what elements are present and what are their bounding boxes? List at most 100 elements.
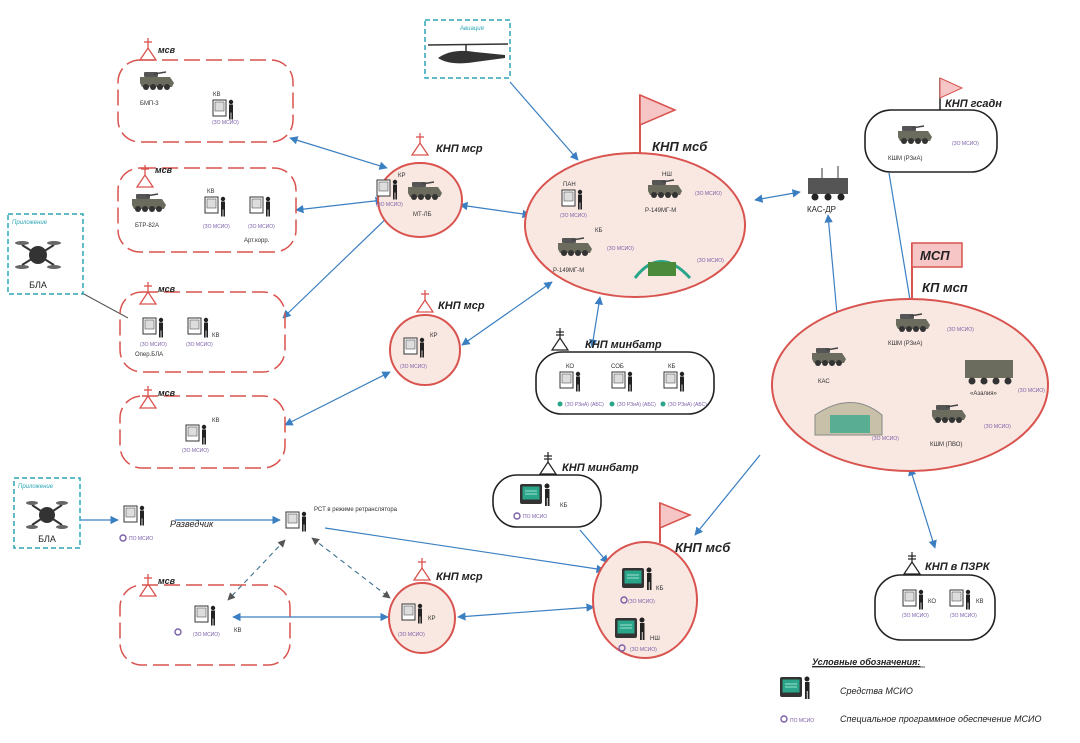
knp-msb-top: КНП мсб ПАН (ЗО МСИО) НШ Р-149МГ-М (ЗО М… [524, 93, 746, 298]
mso-label: (ЗО МСИО) [1018, 388, 1045, 394]
bla-top-name: БЛА [29, 280, 47, 290]
bottom-msv: мсв (ЗО МСИО) КВ [119, 573, 291, 666]
knp-msr-3: КНП мср КР (ЗО МСИО) [388, 557, 483, 654]
azaliya-vehicle-icon [965, 360, 1013, 385]
mso-label: (ЗО МСИО) [400, 364, 427, 370]
knp-msb-bottom: КНП мсб КБ (ЗО МСИО) НШ (ЗО МСИО) [592, 501, 731, 659]
mso-label: (ЗО МСИО) [952, 141, 979, 147]
kv-label: КВ [234, 628, 242, 634]
pan-label: ПАН [563, 182, 576, 188]
mso-label: (ЗО МСИО) [697, 258, 724, 264]
soldier-terminal-icon [185, 424, 207, 445]
msv-2-title: мсв [155, 165, 173, 175]
kp-msp: МСП КП мсп КАС КШМ (РЗиА) (ЗО МСИО) «Аза… [771, 242, 1049, 472]
kv-label: КВ [212, 333, 220, 339]
knp-msr-2: КНП мср КР (ЗО МСИО) [389, 289, 485, 386]
knp-minbatr-1-title: КНП минбатр [585, 339, 662, 351]
bottom-msv-title: мсв [158, 576, 176, 586]
shelter-icon [814, 402, 883, 436]
kas-dr-label: КАС-ДР [807, 205, 836, 214]
soldier-terminal-icon [285, 511, 307, 532]
bla-bottom-name: БЛА [38, 534, 56, 544]
soldier-terminal-icon [123, 505, 145, 526]
dashed-connectors [227, 537, 391, 601]
r149-1-label: Р-149МГ-М [645, 208, 676, 214]
kb-label: КБ [668, 364, 675, 370]
kv-label: КВ [976, 599, 984, 605]
knp-msr-1-title: КНП мср [436, 143, 483, 155]
mso-label: (ЗО МСИО) [398, 632, 425, 638]
kas-dr: КАС-ДР [807, 166, 848, 214]
mso-label: (ЗО МСИО) [182, 448, 209, 454]
mso-label: (ЗО МСИО) [628, 599, 655, 605]
knp-pzrk: КНП в ПЗРК КО (ЗО МСИО) КВ (ЗО МСИО) [874, 551, 996, 641]
mso-label: (ЗО МСИО) [140, 342, 167, 348]
knp-gsadn: КНП гсадн КШМ (РЗиА) (ЗО МСИО) [864, 77, 1002, 173]
soldier-terminal-icon [614, 617, 645, 641]
knp-msr-1: КНП мср КР (ЗО МСИО) МТ-ЛБ [376, 132, 483, 238]
ko-label: КО [566, 364, 574, 370]
kr-label: КР [398, 173, 406, 179]
btr-vehicle-icon [131, 193, 167, 213]
kv-label: КВ [212, 418, 220, 424]
helicopter-box: Авиация [424, 19, 511, 79]
msv-box-3: мсв (ЗО МСИО) Опер.БЛА (ЗО МСИО) КВ [119, 281, 286, 373]
legend: Условные обозначения: Средства МСИО ПО М… [779, 657, 1042, 724]
kv-label: КВ [213, 92, 221, 98]
nsh-label: НШ [662, 172, 672, 178]
antenna-dome-icon [633, 260, 692, 280]
po-mso-label: ПО МСИО [523, 514, 547, 520]
helicopter-icon [427, 43, 509, 64]
kb-label: КБ [560, 503, 567, 509]
kr-label: КР [428, 616, 436, 622]
msv-3-title: мсв [158, 284, 176, 294]
soldier-terminal-icon [187, 317, 209, 338]
knp-msb-bottom-title: КНП мсб [675, 540, 731, 555]
heli-label: Авиация [459, 26, 485, 32]
mso-label: (ЗО МСИО) [248, 224, 275, 230]
kshm-pvo-label: КШМ (ПВО) [930, 442, 962, 448]
drone-icon [15, 241, 61, 269]
azaliya-label: «Азалия» [970, 391, 998, 397]
flag-icon [659, 501, 692, 543]
nsh-label: НШ [650, 636, 660, 642]
bmp-vehicle-icon [139, 71, 175, 91]
zo-rzia-3: (ЗО РЗиА) (АБС) [668, 402, 707, 408]
knp-minbatr-2: КНП минбатр КБ ПО МСИО [492, 451, 639, 528]
kb-label: КБ [656, 586, 663, 592]
mso-label: (ЗО МСИО) [947, 327, 974, 333]
kshm-rzia-label: КШМ (РЗиА) [888, 341, 923, 347]
knp-minbatr-1: КНП минбатр КО СОБ КБ (ЗО РЗиА) (АБС) (З… [535, 327, 715, 415]
flag-icon [911, 242, 963, 298]
mso-label: (ЗО МСИО) [902, 613, 929, 619]
razvedchik: Разведчик ПО МСИО [119, 505, 214, 542]
flag-icon [939, 77, 964, 110]
bmp-label: БМП-3 [140, 101, 159, 107]
legend-item-1: Средства МСИО [840, 686, 913, 696]
ko-label: КО [928, 599, 936, 605]
po-mso-label: ПО МСИО [129, 536, 153, 542]
msv-box-1: мсв БМП-3 КВ (ЗО МСИО) [117, 37, 294, 143]
soldier-terminal-icon [194, 605, 216, 626]
knp-msb-top-title: КНП мсб [652, 139, 708, 154]
soldier-terminal-icon [519, 483, 550, 507]
bla-bottom: Приложение БЛА [13, 477, 81, 549]
legend-po-mso-short: ПО МСИО [790, 718, 814, 724]
msv-box-2: мсв БТР-82А КВ (ЗО МСИО) (ЗО МСИО) Арт.к… [117, 164, 297, 253]
soldier-terminal-icon [249, 196, 271, 217]
soldier-terminal-icon [621, 567, 652, 591]
r149-2-label: Р-149МГ-М [553, 268, 584, 274]
mso-label: (ЗО МСИО) [872, 436, 899, 442]
mso-label: (ЗО МСИО) [193, 632, 220, 638]
mtlb-label: МТ-ЛБ [413, 212, 432, 218]
razv-label: Разведчик [170, 519, 214, 529]
mso-label: (ЗО МСИО) [984, 424, 1011, 430]
zo-rzia-2: (ЗО РЗиА) (АБС) [617, 402, 656, 408]
retr-label: РСТ в режиме ретранслятора [314, 507, 398, 513]
knp-pzrk-title: КНП в ПЗРК [925, 561, 991, 573]
btr-label: БТР-82А [135, 223, 159, 229]
mso-label: (ЗО МСИО) [607, 246, 634, 252]
kas-label: КАС [818, 379, 830, 385]
